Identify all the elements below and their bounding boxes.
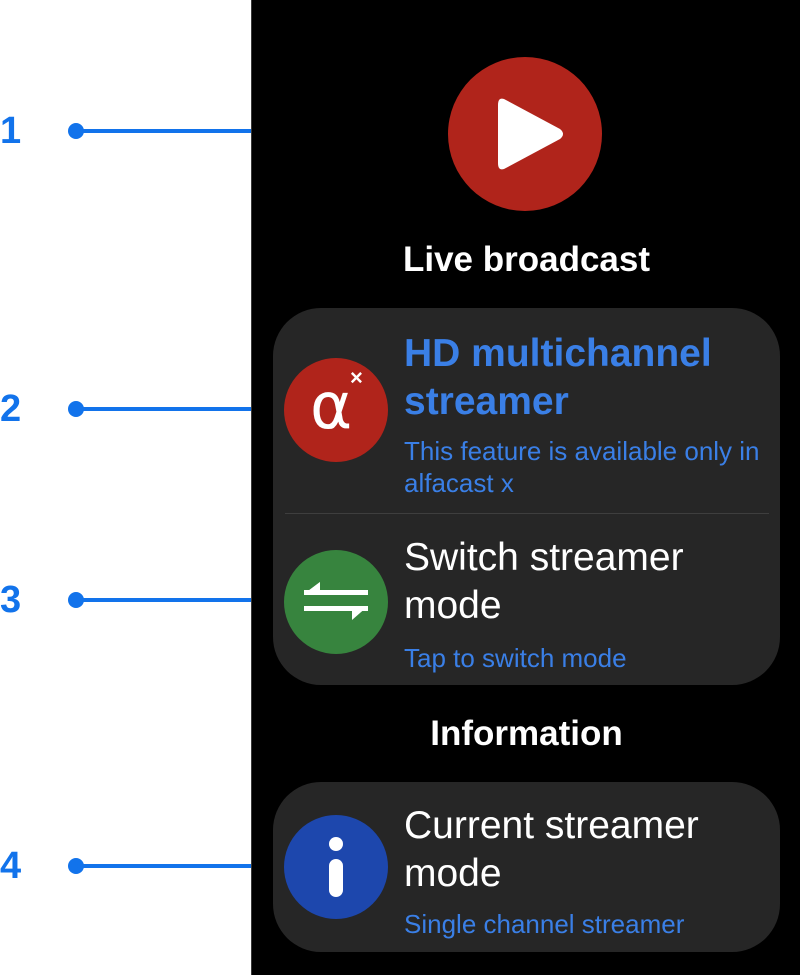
callout-line [76,598,262,602]
item-subtitle: Single channel streamer [404,909,685,939]
callout-number: 4 [0,845,22,887]
callout-number: 1 [0,110,22,152]
item-title: Switch streamer mode [404,536,684,627]
hd-multichannel-streamer-item[interactable]: α × HD multichannel streamer This featur… [273,308,780,513]
switch-arrows-icon [284,550,388,654]
item-subtitle: This feature is available only in alfaca… [404,436,760,498]
live-broadcast-card: α × HD multichannel streamer This featur… [273,308,780,685]
item-title: Current streamer mode [404,804,699,895]
callout-line [76,407,262,411]
callout-line [76,864,262,868]
callout-number: 2 [0,388,22,430]
alfacast-x-icon: α × [284,358,388,462]
play-button[interactable] [448,57,602,211]
x-mark: × [350,365,363,390]
divider [285,513,769,514]
item-subtitle: Tap to switch mode [404,643,627,673]
live-broadcast-heading: Live broadcast [402,240,651,279]
watch-screen: Live broadcast α × HD multichannel strea… [251,0,800,975]
info-stem [329,859,343,897]
play-icon [498,98,563,170]
info-dot [329,837,343,851]
switch-streamer-mode-item[interactable]: Switch streamer mode Tap to switch mode [273,514,780,685]
callout-number: 3 [0,579,22,621]
current-streamer-mode-item[interactable]: Current streamer mode Single channel str… [273,782,780,952]
information-heading: Information [430,714,623,753]
item-title: HD multichannel streamer [404,332,712,423]
information-card: Current streamer mode Single channel str… [273,782,780,952]
info-icon [284,815,388,919]
